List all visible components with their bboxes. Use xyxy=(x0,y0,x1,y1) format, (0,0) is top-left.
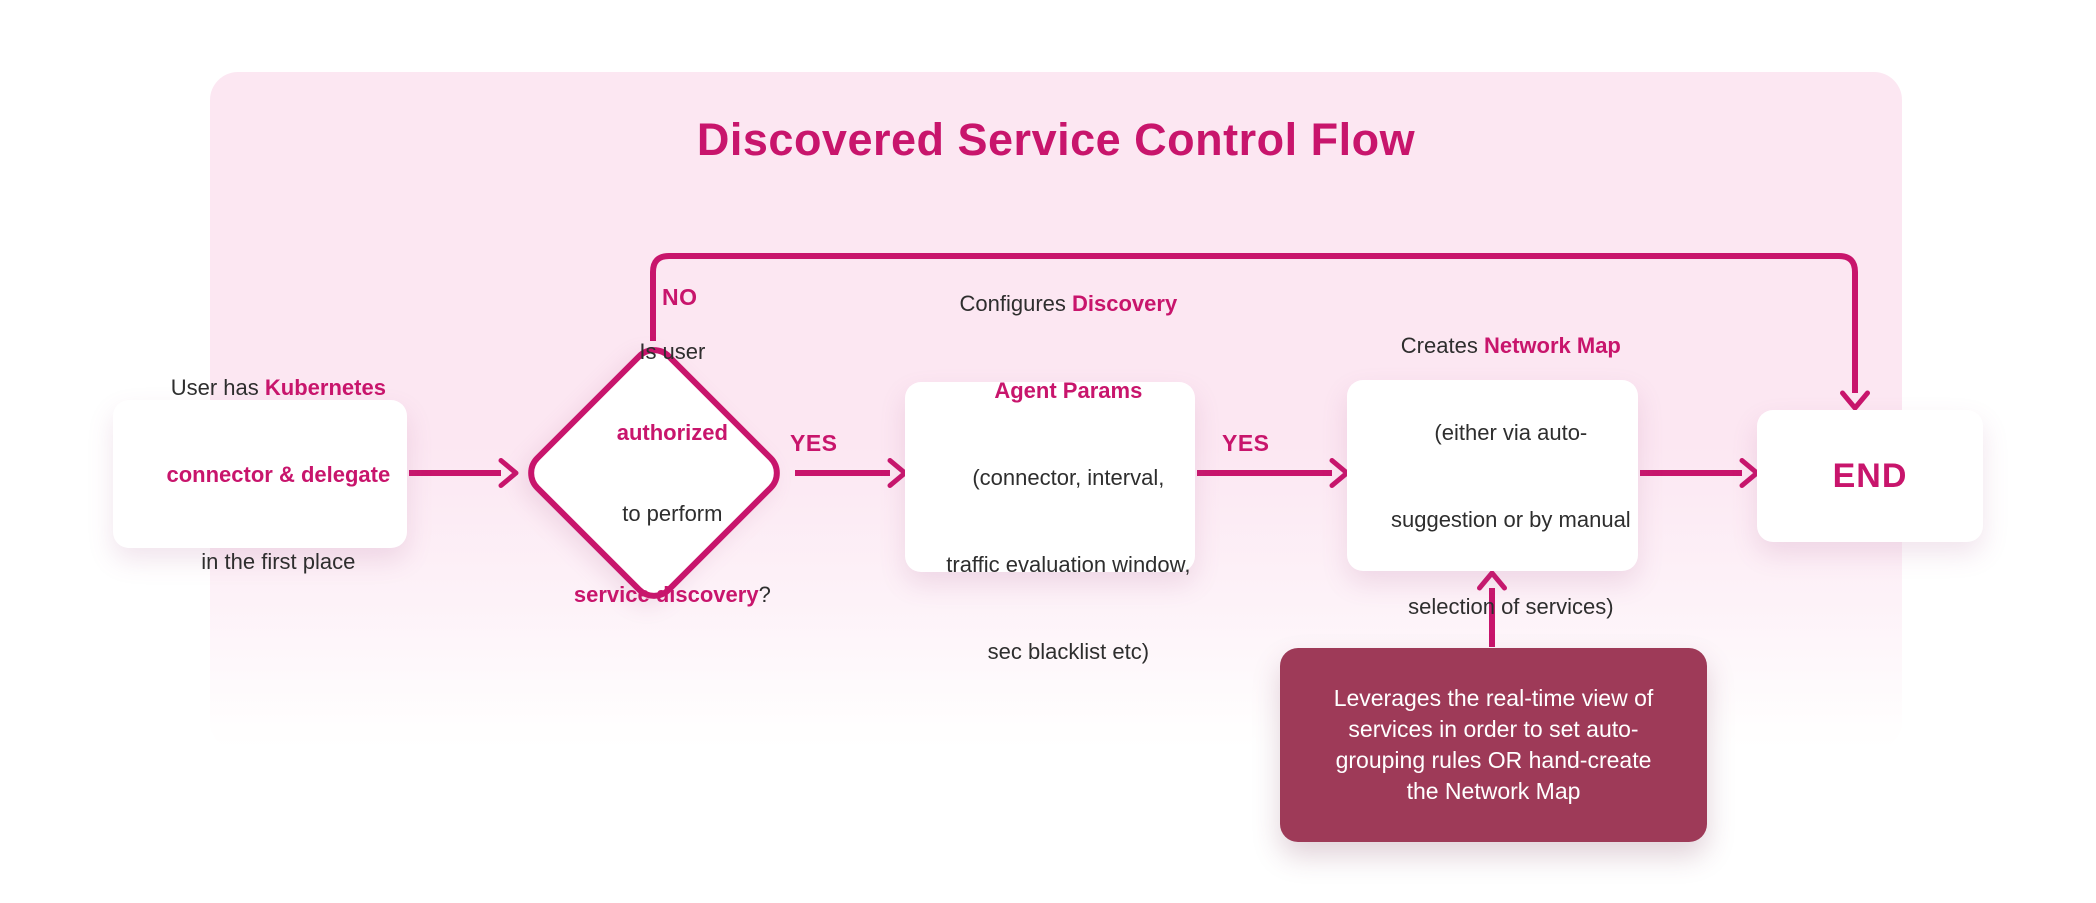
end-node: END xyxy=(1757,410,1983,542)
edge-label-no: NO xyxy=(662,284,698,310)
create-text: suggestion or by manual xyxy=(1390,506,1631,532)
configure-text: sec blacklist etc) xyxy=(987,638,1150,664)
decision-text-accent: authorized xyxy=(616,420,728,445)
edge-label-yes-2: YES xyxy=(1222,430,1270,456)
note-text: the Network Map xyxy=(1406,778,1581,804)
configure-text-accent: Discovery xyxy=(1072,290,1178,316)
decision-diamond-text: Is user authorized to perform service di… xyxy=(524,339,784,607)
decision-text: to perform xyxy=(622,501,723,526)
configure-text: (connector, interval, xyxy=(972,464,1165,490)
configure-params-node: Configures Discovery Agent Params (conne… xyxy=(905,291,1195,664)
configure-text: Configures xyxy=(959,290,1072,316)
diagram-title: Discovered Service Control Flow xyxy=(696,114,1416,165)
decision-text: ? xyxy=(758,582,771,607)
edge-label-yes-1: YES xyxy=(790,430,838,456)
note-text: grouping rules OR hand-create xyxy=(1335,747,1652,773)
configure-text-accent: Agent Params xyxy=(994,377,1143,403)
decision-text-accent: service discovery xyxy=(573,582,759,607)
start-node-text-accent: Kubernetes xyxy=(264,374,386,400)
start-node: User has Kubernetes connector & delegate… xyxy=(113,375,407,574)
connector-no-branch-to-end xyxy=(650,253,1870,411)
create-text-accent: Network Map xyxy=(1483,332,1621,358)
start-node-text-accent: connector & delegate xyxy=(166,461,391,487)
note-box: Leverages the real-time view of services… xyxy=(1280,648,1707,842)
create-text: selection of services) xyxy=(1408,593,1614,619)
note-text: Leverages the real-time view of xyxy=(1333,685,1654,711)
start-node-text: in the first place xyxy=(201,548,356,574)
create-text: Creates xyxy=(1400,332,1484,358)
decision-text: Is user xyxy=(639,339,706,364)
configure-text: traffic evaluation window, xyxy=(946,551,1191,577)
create-text: (either via auto- xyxy=(1434,419,1588,445)
start-node-text: User has xyxy=(170,374,265,400)
create-network-map-node: Creates Network Map (either via auto- su… xyxy=(1347,333,1638,619)
end-node-label: END xyxy=(1832,456,1908,495)
note-text: services in order to set auto- xyxy=(1348,716,1639,742)
